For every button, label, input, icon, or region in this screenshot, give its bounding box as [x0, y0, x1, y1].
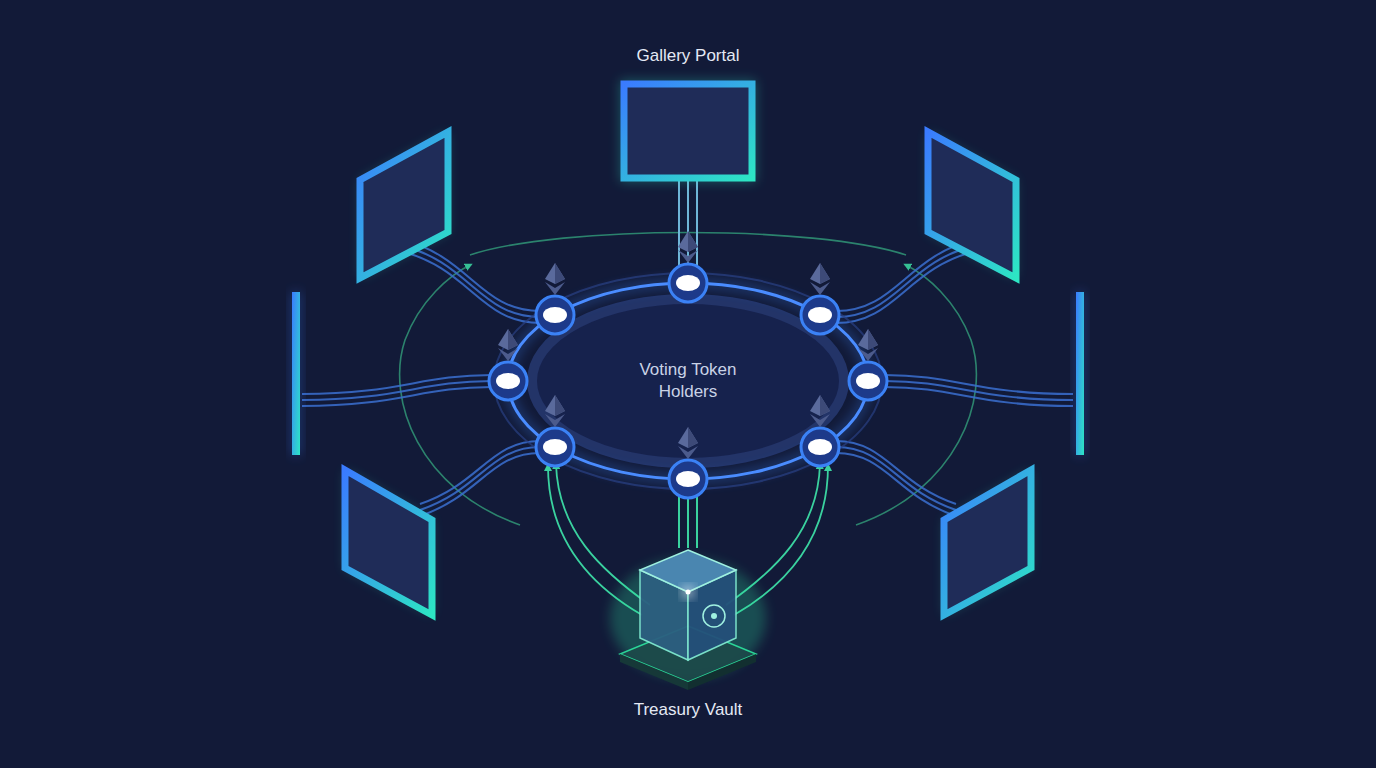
- vault-cube: [640, 550, 736, 660]
- node-label: Voting Token Holders: [618, 359, 758, 403]
- token-icon: [498, 329, 518, 361]
- gallery-portal: Gallery Portal: [592, 40, 784, 180]
- vault-flow: [548, 464, 828, 615]
- frame-wire: [302, 239, 1073, 516]
- portal-frame: [624, 84, 752, 178]
- node-shape: [508, 283, 868, 479]
- node-shape: [608, 548, 768, 724]
- node-label: Gallery Portal: [592, 46, 784, 66]
- holder-node: [489, 362, 527, 400]
- token-icon: [545, 395, 565, 427]
- holder-node: [669, 460, 707, 498]
- holder-node: [536, 428, 574, 466]
- holder-node: [536, 296, 574, 334]
- orbit-arc: [400, 233, 977, 526]
- display-frame: [291, 132, 1085, 615]
- token-icon: [678, 231, 698, 263]
- treasury-vault: Treasury Vault: [608, 548, 768, 724]
- token-icon: [810, 395, 830, 427]
- holder-node: [669, 264, 707, 302]
- token-icon: [858, 329, 878, 361]
- holder-node: [801, 296, 839, 334]
- holder-ring-node: Voting Token Holders: [508, 283, 868, 479]
- node-label: Treasury Vault: [568, 700, 808, 720]
- holder-ring: [508, 283, 868, 479]
- token-icon: [810, 263, 830, 295]
- token-icon: [678, 427, 698, 459]
- token-icon: [545, 263, 565, 295]
- holder-node: [801, 428, 839, 466]
- holder-node: [849, 362, 887, 400]
